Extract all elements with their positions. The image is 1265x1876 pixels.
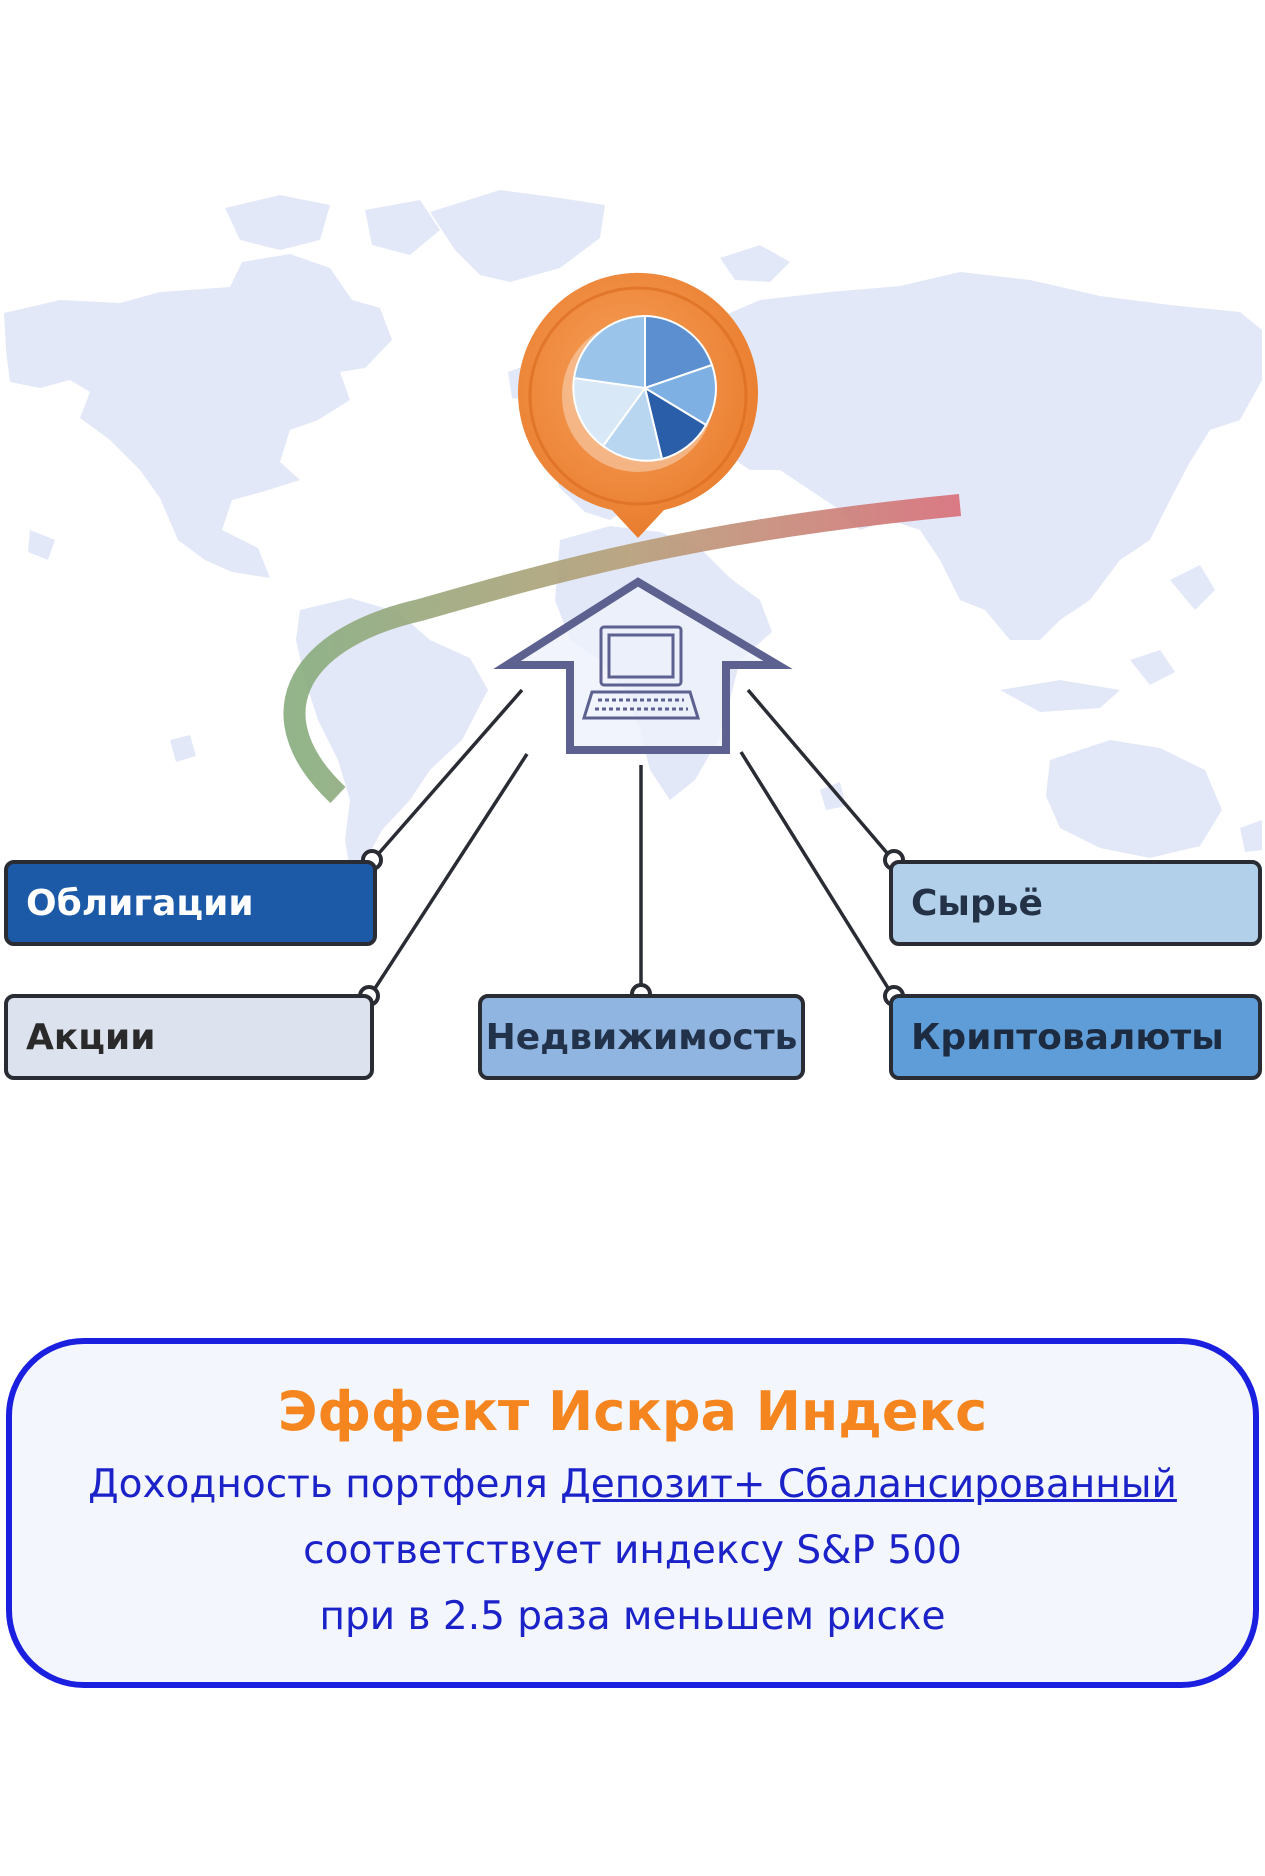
category-stocks-label: Акции [26,1016,156,1058]
info-line-1-prefix: Доходность портфеля [88,1462,561,1507]
trend-arc [283,494,962,804]
info-line-1: Доходность портфеля Депозит+ Сбалансиров… [12,1452,1253,1518]
house-arrow-icon [493,577,793,754]
info-box: Эффект Искра Индекс Доходность портфеля … [6,1338,1259,1688]
connector-commodities [746,688,895,862]
connector-crypto [739,751,895,997]
category-crypto: Криптовалюты [889,994,1262,1080]
info-line-3: при в 2.5 раза меньшем риске [319,1594,946,1639]
location-pin-icon [518,272,758,538]
connector-stocks [368,753,529,997]
category-commodities: Сырьё [889,860,1262,946]
category-stocks: Акции [4,994,374,1080]
category-bonds-label: Облигации [26,882,254,924]
connectors [368,688,895,997]
portfolio-diagram: Облигации Акции Недвижимость Сырьё Крипт… [4,190,1262,1080]
info-line-2: соответствует индексу S&P 500 [303,1528,962,1573]
diagram-canvas [4,190,1262,1007]
category-commodities-label: Сырьё [911,882,1043,924]
pie-chart-icon [572,314,717,462]
info-title: Эффект Искра Индекс [277,1380,988,1443]
category-real-estate: Недвижимость [478,994,805,1080]
portfolio-link[interactable]: Депозит+ Сбалансированный [560,1462,1177,1507]
category-bonds: Облигации [4,860,377,946]
category-crypto-label: Криптовалюты [911,1016,1224,1058]
computer-icon [581,625,701,720]
connector-dots [358,849,905,1007]
category-real-estate-label: Недвижимость [485,1016,798,1058]
connector-bonds [371,688,524,862]
